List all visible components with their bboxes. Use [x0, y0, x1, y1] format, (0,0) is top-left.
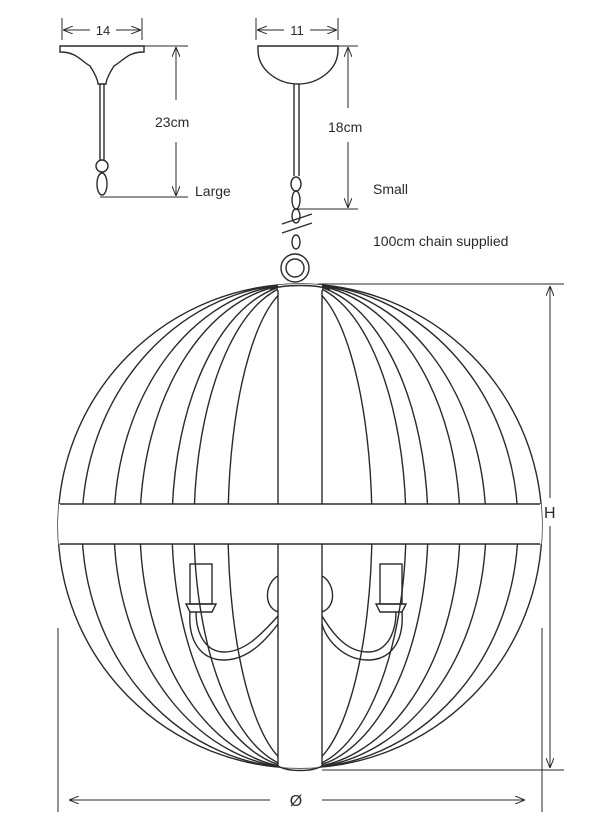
left-candle-arm: [184, 563, 279, 661]
small-canopy-label: Small: [373, 181, 408, 197]
large-canopy-width: 14: [96, 23, 110, 38]
height-label: H: [544, 505, 556, 522]
globe-chandelier: [57, 283, 543, 772]
chain-note: 100cm chain supplied: [373, 233, 508, 249]
large-canopy-label: Large: [195, 183, 231, 199]
small-canopy-detail: 11 18cm Small 100cm chain supplied: [255, 18, 508, 283]
small-canopy-drop: 18cm: [328, 119, 362, 135]
diameter-label: Ø: [290, 793, 302, 810]
small-canopy-width: 11: [290, 23, 304, 38]
large-canopy-detail: 14 23cm Large: [59, 18, 231, 199]
right-candle-arm: [321, 563, 408, 661]
height-dimension: H: [318, 283, 564, 771]
diameter-dimension: Ø: [57, 628, 543, 812]
large-canopy-drop: 23cm: [155, 114, 189, 130]
